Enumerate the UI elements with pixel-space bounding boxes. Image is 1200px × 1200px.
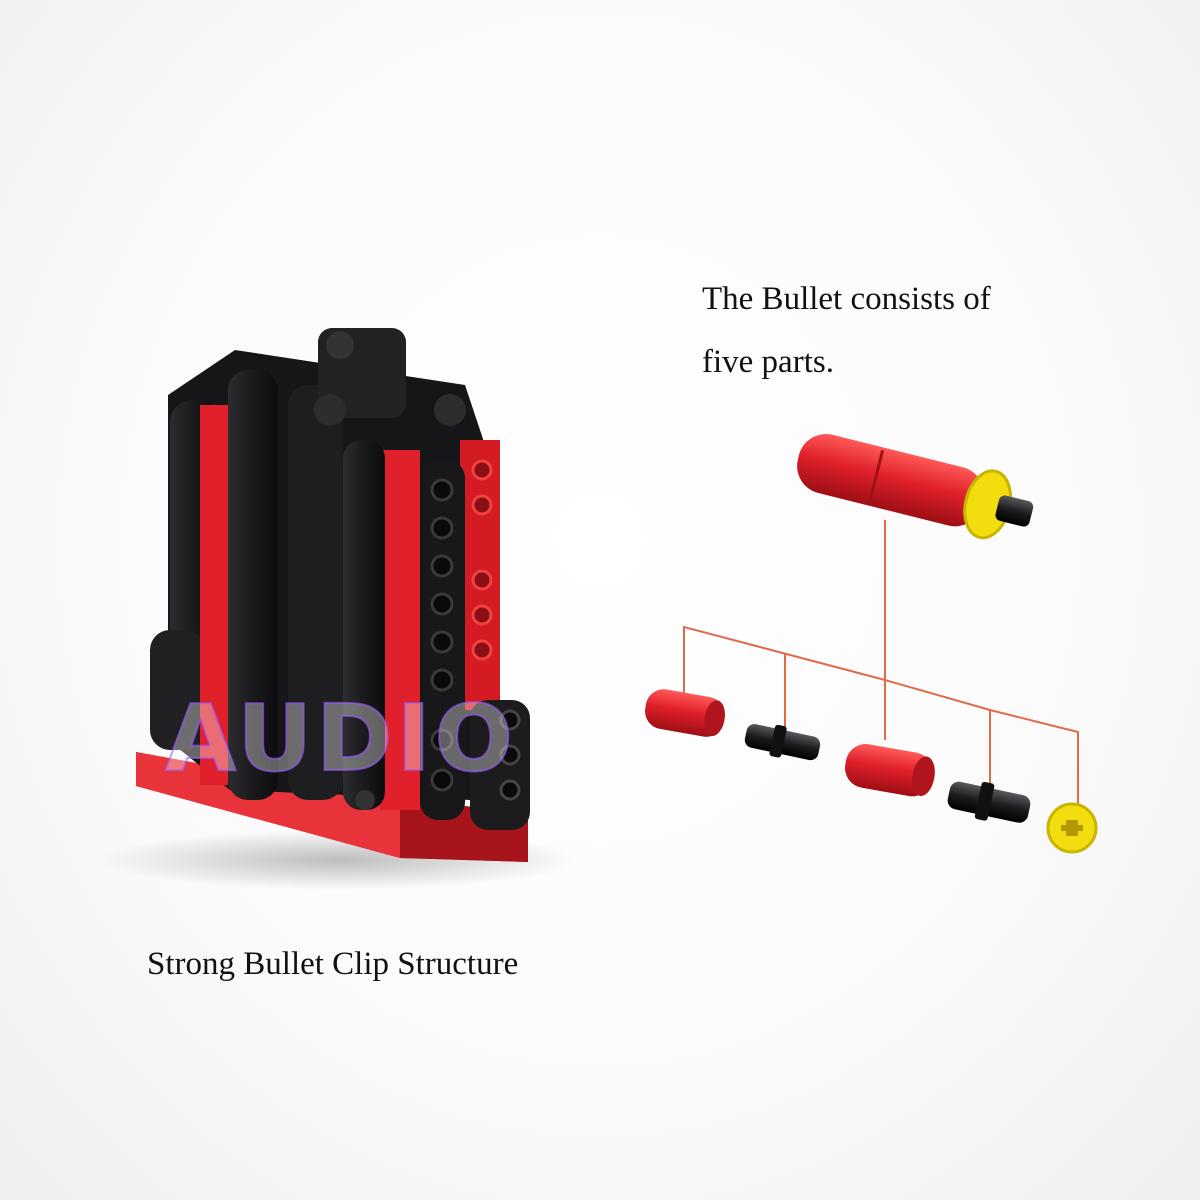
watermark-text: AUDIO: [165, 685, 517, 792]
part-yellow-bush: [1046, 802, 1098, 854]
part-black-pin-1: [744, 724, 821, 761]
bullet-caption-line-1: The Bullet consists of: [702, 281, 991, 317]
part-connector-lines: [683, 520, 1079, 810]
part-red-connector-2: [845, 744, 935, 797]
clip-caption: Strong Bullet Clip Structure: [147, 946, 519, 982]
assembled-bullet: [797, 434, 1034, 540]
bullet-clip-model: [100, 328, 580, 890]
part-black-pin-2: [947, 781, 1031, 823]
bullet-caption-line-2: five parts.: [702, 344, 834, 380]
audio-watermark: AUDIO: [164, 684, 517, 793]
part-red-connector-1: [644, 689, 726, 737]
